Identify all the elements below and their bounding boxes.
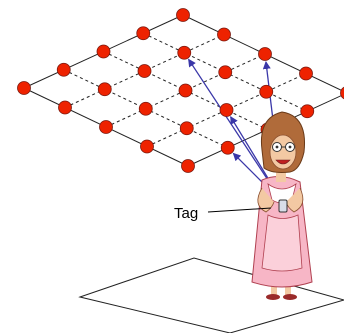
sensor-node [181, 159, 195, 173]
sensor-node [179, 121, 194, 136]
tag-label: Tag [174, 205, 198, 222]
sensor-node [177, 45, 192, 60]
sensor-node [178, 83, 193, 98]
sensor-node [300, 104, 315, 119]
grid-inner-line [146, 73, 307, 147]
sensor-node [220, 140, 235, 155]
sensor-node [136, 26, 151, 41]
sensor-node [17, 81, 31, 95]
sensor-nodes [17, 8, 344, 173]
sensor-node [99, 120, 113, 134]
sensor-node [218, 65, 233, 80]
grid-inner-line [105, 53, 266, 128]
sensor-node [58, 100, 72, 115]
sensor-node [217, 27, 231, 42]
tag-device-icon [278, 199, 288, 213]
person-figure [251, 111, 313, 300]
sensor-node [299, 66, 313, 81]
floor-plane [78, 257, 344, 333]
sensor-node [138, 101, 153, 116]
tag-leader-line [207, 207, 272, 213]
sensor-node [97, 82, 112, 97]
sensor-node [140, 139, 154, 154]
sensor-node [56, 62, 71, 77]
sensor-node [219, 103, 234, 117]
sensor-node [96, 44, 111, 59]
grid-inner-line [64, 34, 225, 108]
sensor-node [137, 64, 152, 78]
sensor-node [340, 86, 344, 100]
sensor-node [176, 8, 190, 22]
sensor-node [259, 84, 274, 99]
sensor-node [258, 47, 272, 61]
